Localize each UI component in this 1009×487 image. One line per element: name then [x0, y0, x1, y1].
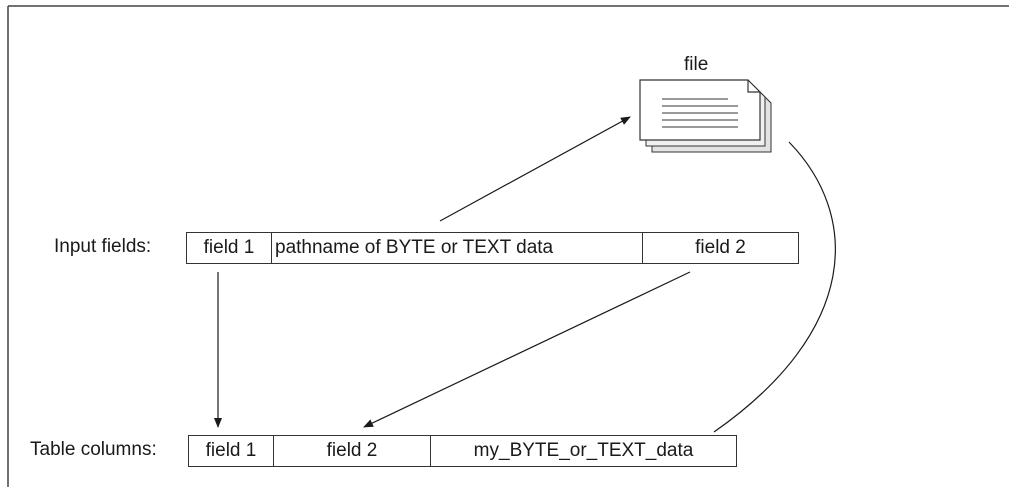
arrow-field2-to-field2: [363, 271, 691, 428]
curve-file-to-data-column: [713, 141, 836, 433]
table-field-1-cell: field 1: [188, 435, 274, 467]
table-field-2-cell: field 2: [273, 435, 431, 467]
arrow-pathname-to-file: [439, 116, 631, 222]
file-icon: [639, 79, 772, 153]
input-field-1-cell: field 1: [186, 232, 272, 264]
file-label: file: [684, 54, 709, 75]
table-columns-label: Table columns:: [30, 439, 157, 460]
input-pathname-cell: pathname of BYTE or TEXT data: [271, 232, 643, 264]
input-field-2-cell: field 2: [642, 232, 799, 264]
table-data-column-cell: my_BYTE_or_TEXT_data: [430, 435, 737, 467]
input-fields-label: Input fields:: [54, 236, 152, 257]
